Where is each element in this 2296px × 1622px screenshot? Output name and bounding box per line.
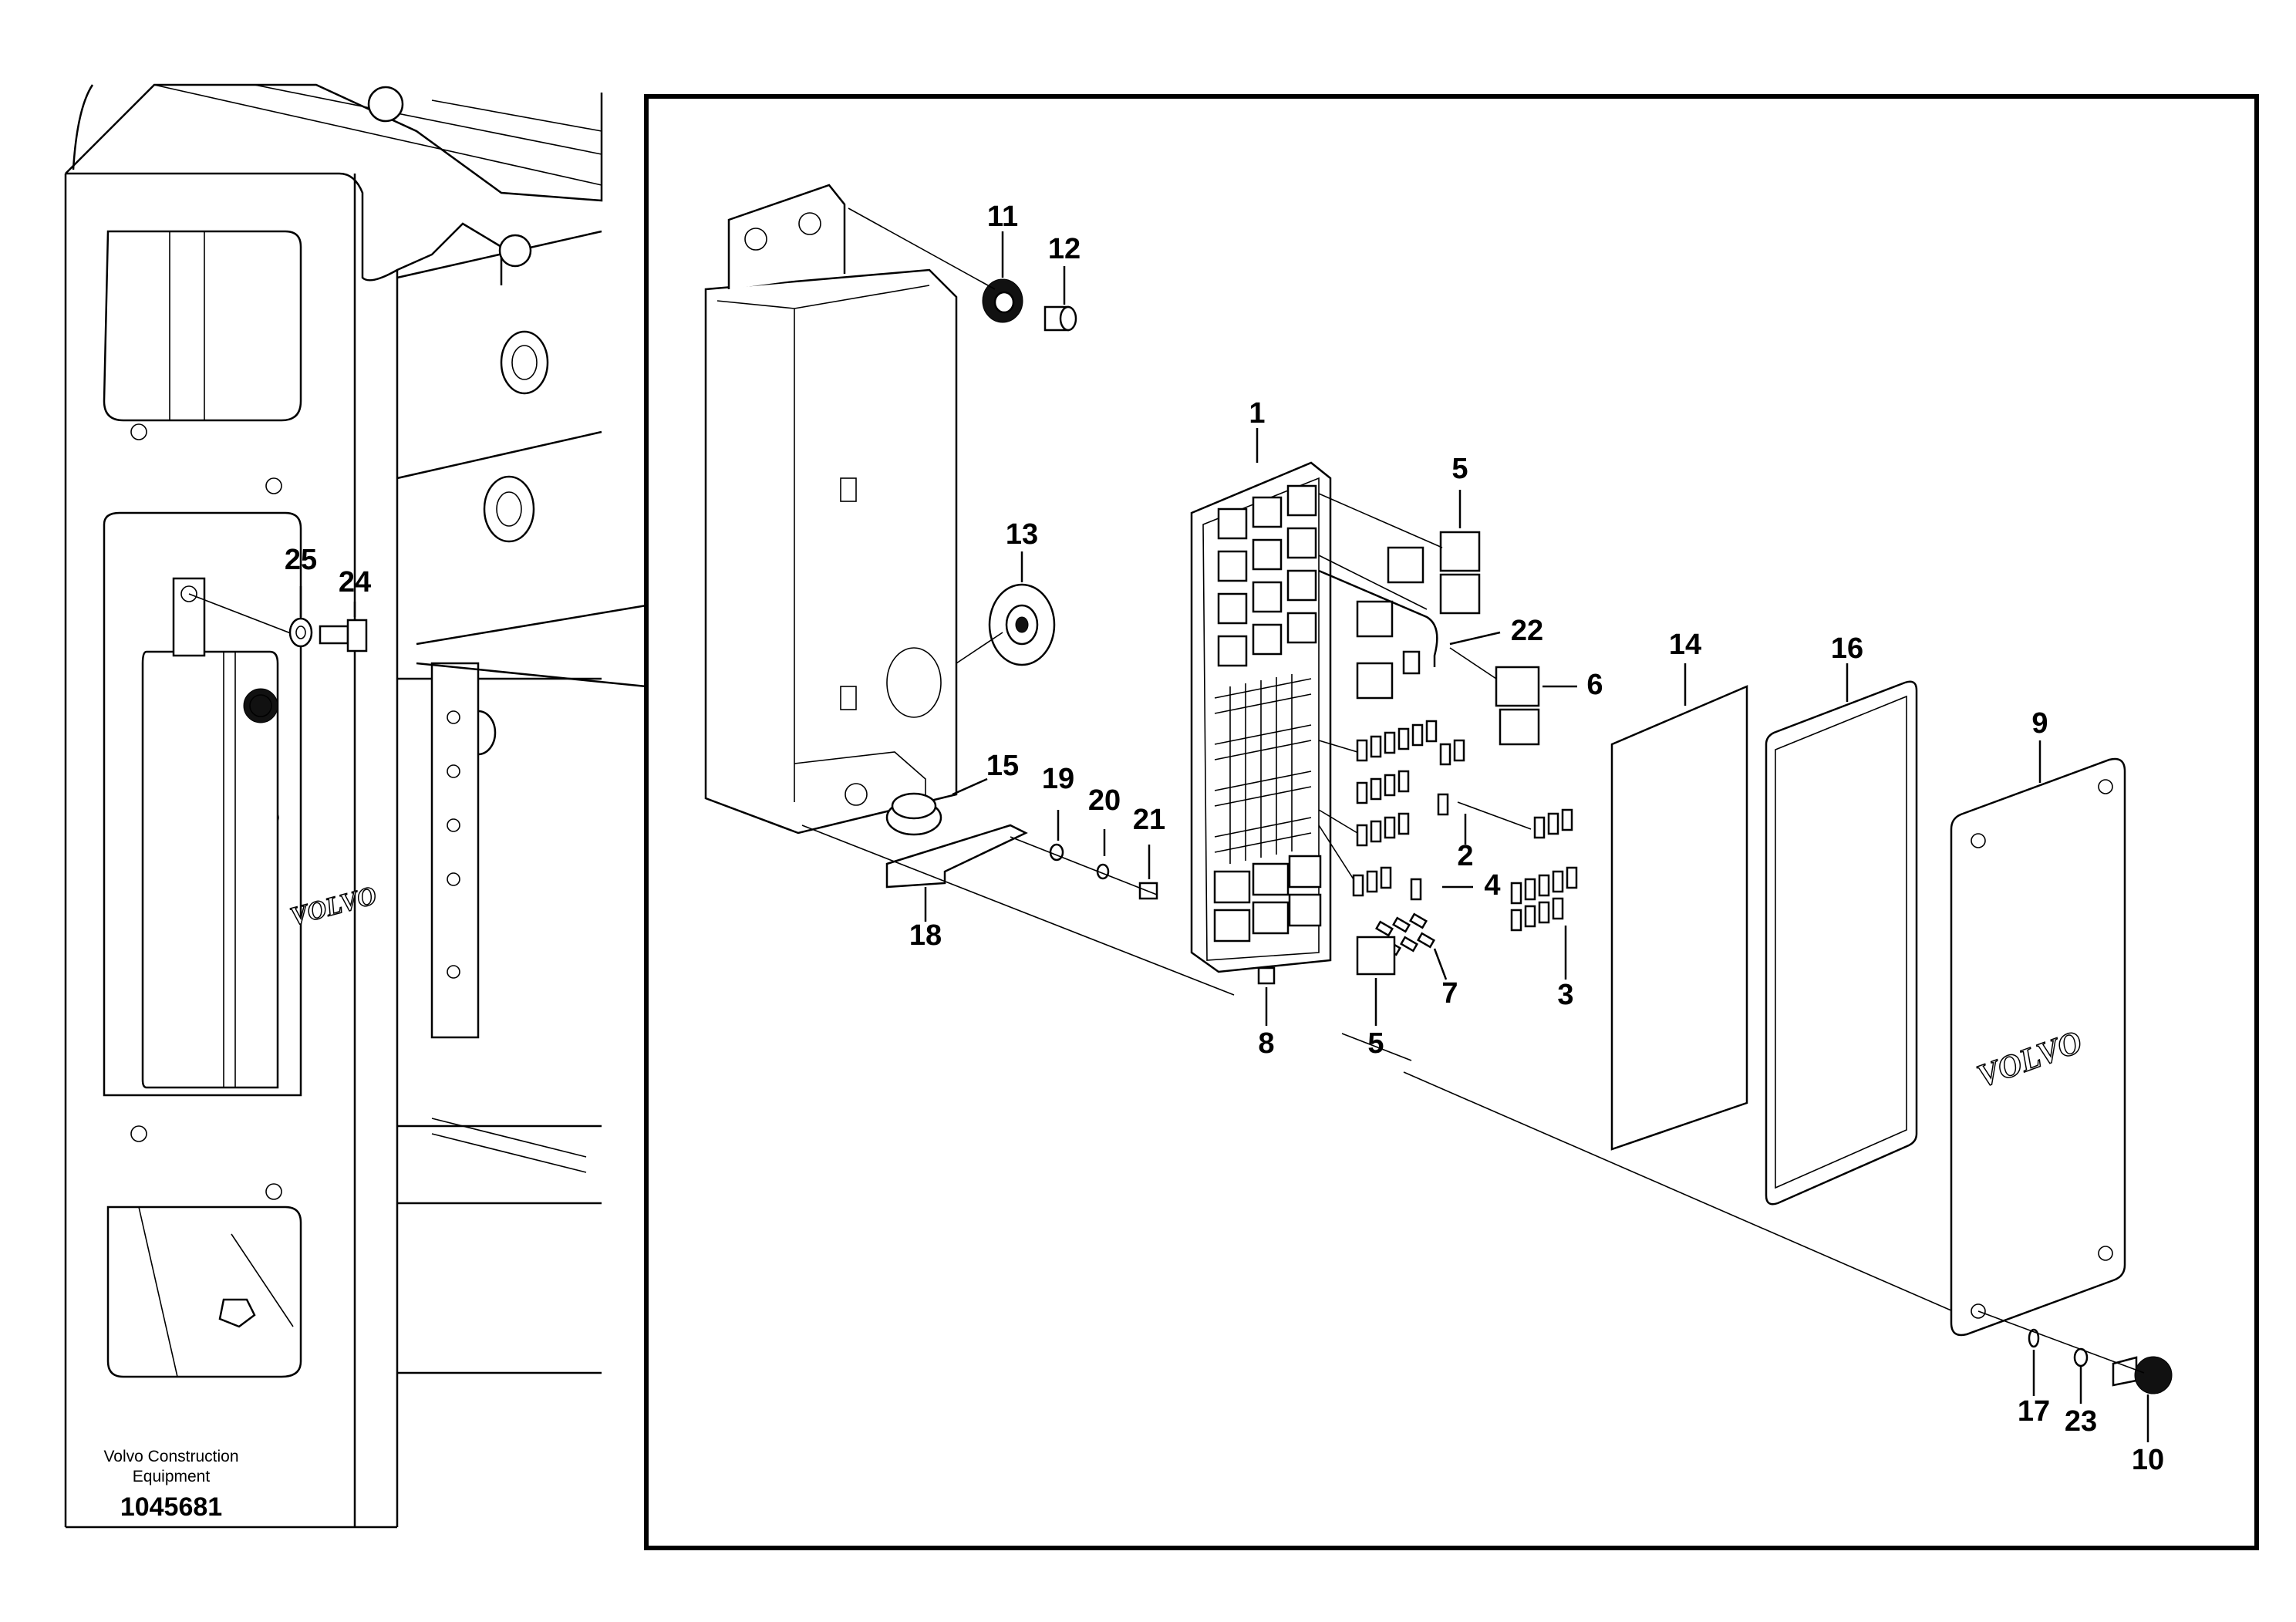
fuse-rows — [1214, 674, 1312, 864]
drawing-number: 1045681 — [120, 1492, 222, 1522]
company-name-line2: Equipment — [133, 1468, 211, 1485]
label-part-10: 10 — [2132, 1444, 2164, 1476]
label-part-23: 23 — [2065, 1405, 2097, 1438]
mounting-overview: VOLVO 25 24 — [64, 83, 647, 1529]
label-part-7: 7 — [1441, 977, 1458, 1010]
label-part-18: 18 — [909, 919, 942, 952]
label-part-12: 12 — [1048, 233, 1081, 265]
label-part-3: 3 — [1557, 979, 1573, 1011]
label-part-4: 4 — [1484, 869, 1500, 902]
label-part-13: 13 — [1006, 518, 1038, 551]
label-part-1: 1 — [1249, 397, 1265, 430]
part-number-labels: 11 12 13 1 5 22 6 14 16 9 15 19 20 21 2 … — [909, 201, 2164, 1476]
label-part-9: 9 — [2031, 707, 2048, 740]
detail-frame — [644, 94, 2259, 1550]
label-part-19: 19 — [1042, 763, 1074, 795]
label-part-22: 22 — [1511, 615, 1543, 647]
label-part-20: 20 — [1088, 784, 1121, 817]
label-part-2: 2 — [1457, 840, 1473, 872]
label-part-11: 11 — [987, 201, 1018, 233]
label-part-15: 15 — [986, 750, 1019, 782]
company-name-line1: Volvo Construction — [103, 1448, 238, 1465]
label-part-17: 17 — [2018, 1395, 2050, 1428]
company-caption: Volvo Construction Equipment 1045681 — [103, 1448, 238, 1522]
relay-grid — [1217, 484, 1317, 667]
connector-block — [1213, 855, 1322, 943]
label-part-6: 6 — [1586, 669, 1603, 701]
label-part-24: 24 — [339, 566, 371, 599]
fuse-group — [1352, 720, 1578, 932]
label-part-25: 25 — [285, 544, 317, 576]
label-part-5-top: 5 — [1451, 453, 1468, 485]
label-part-5-bottom: 5 — [1367, 1027, 1384, 1060]
label-part-21: 21 — [1133, 804, 1165, 836]
label-part-16: 16 — [1831, 632, 1863, 665]
exploded-detail: VOLVO — [704, 184, 2173, 1442]
label-part-8: 8 — [1258, 1027, 1274, 1060]
label-part-14: 14 — [1669, 629, 1701, 661]
